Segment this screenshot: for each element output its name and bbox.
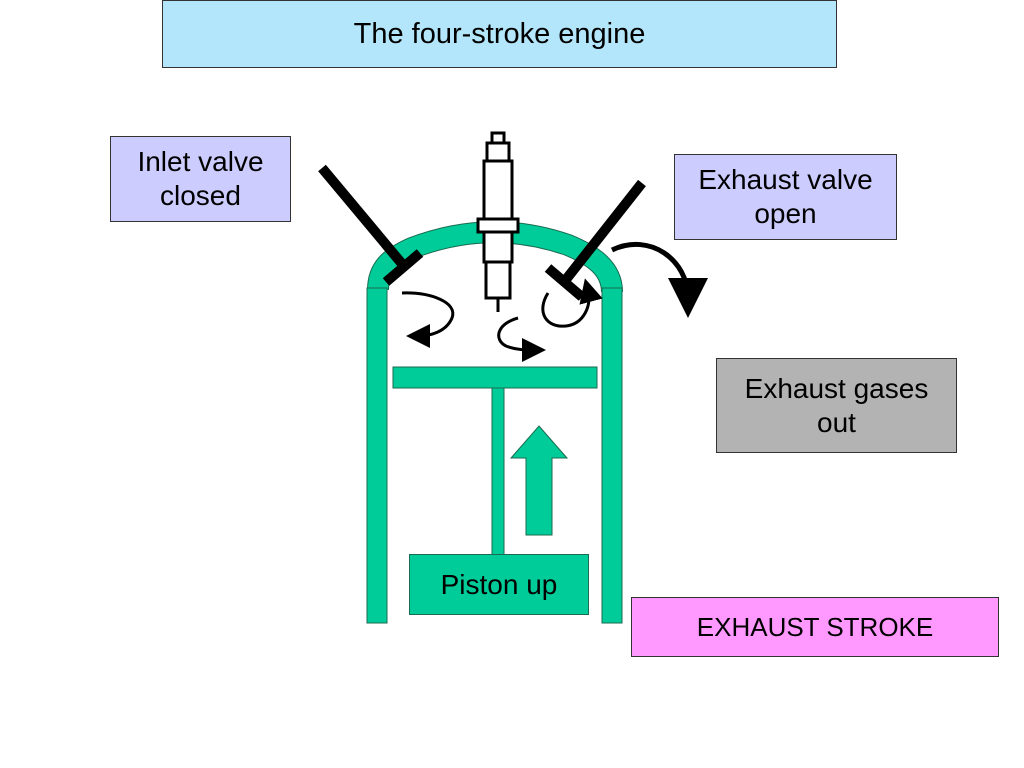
piston-up-arrow — [509, 425, 569, 536]
exhaust-valve-label: Exhaust valve open — [674, 154, 897, 240]
inlet-valve-head — [382, 249, 424, 286]
exhaust-valve-stem — [560, 179, 646, 286]
swirl-arrow-left — [401, 291, 455, 348]
swirl-arrow-exhaust — [541, 278, 603, 328]
inlet-valve-stem — [318, 164, 407, 269]
cylinder-wall-right — [601, 287, 623, 624]
piston-rod — [491, 387, 505, 557]
exhaust-valve-head — [544, 264, 586, 301]
inlet-valve-label: Inlet valve closed — [110, 136, 291, 222]
page-title: The four-stroke engine — [162, 0, 837, 68]
swirl-arrow-center — [497, 316, 546, 362]
piston-crown — [392, 366, 598, 389]
stroke-label: EXHAUST STROKE — [631, 597, 999, 657]
spark-plug-icon — [476, 131, 520, 312]
exhaust-gases-label: Exhaust gases out — [716, 358, 957, 453]
cylinder-wall-left — [366, 287, 388, 624]
exhaust-out-arrow — [610, 242, 708, 318]
piston-label: Piston up — [409, 554, 589, 615]
